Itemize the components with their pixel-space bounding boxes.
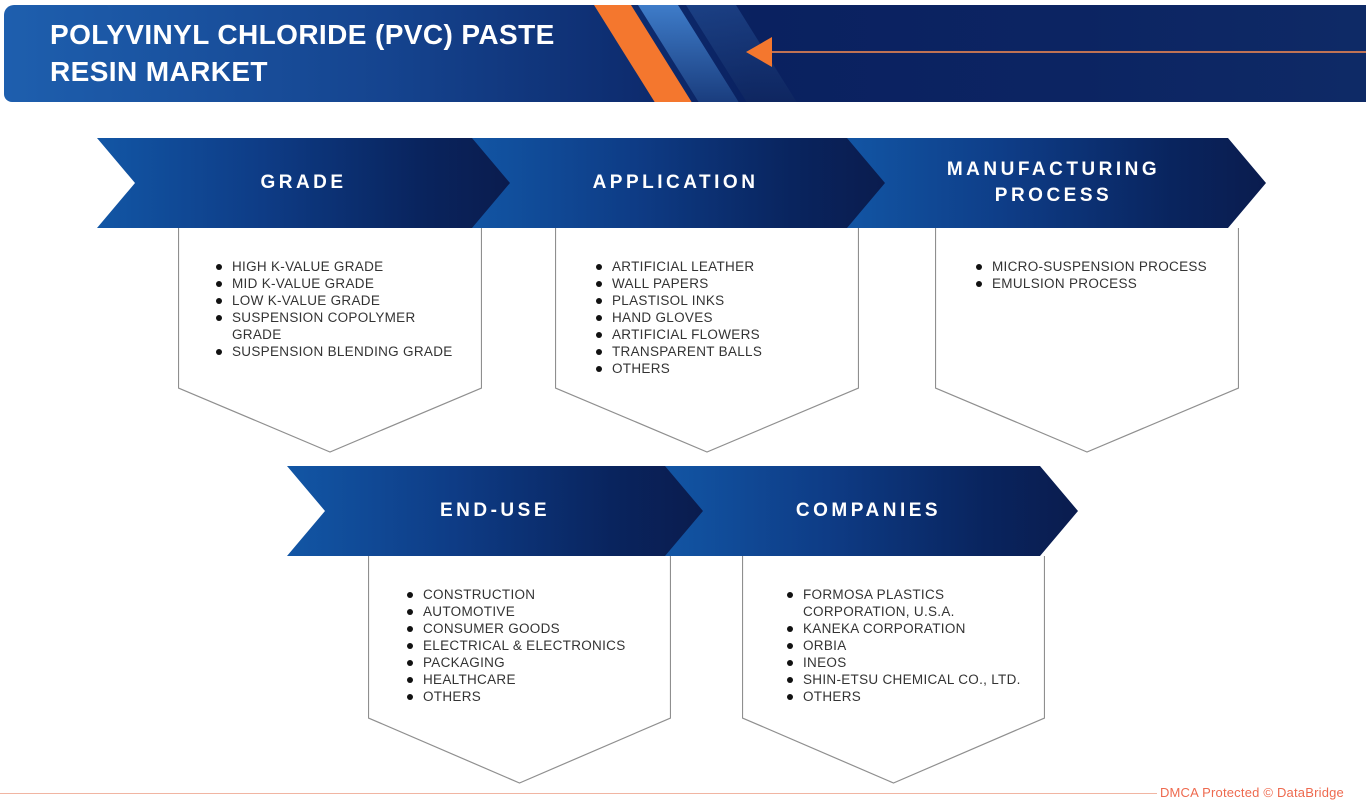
left-arrow-icon bbox=[746, 37, 772, 67]
list-item: SUSPENSION COPOLYMER GRADE bbox=[214, 309, 458, 343]
list-item: ORBIA bbox=[785, 637, 1033, 654]
list-item: OTHERS bbox=[405, 688, 655, 705]
list-item: CONSUMER GOODS bbox=[405, 620, 655, 637]
list-item: TRANSPARENT BALLS bbox=[594, 343, 844, 360]
list-item: SUSPENSION BLENDING GRADE bbox=[214, 343, 458, 360]
list-item: KANEKA CORPORATION bbox=[785, 620, 1033, 637]
list-item: ELECTRICAL & ELECTRONICS bbox=[405, 637, 655, 654]
banner-application: APPLICATION bbox=[466, 138, 885, 228]
list-item: PACKAGING bbox=[405, 654, 655, 671]
banner-manufacturing-process-label: MANUFACTURING PROCESS bbox=[946, 159, 1161, 206]
list-item: WALL PAPERS bbox=[594, 275, 844, 292]
list-item: LOW K-VALUE GRADE bbox=[214, 292, 458, 309]
pennant-manufacturing-process bbox=[935, 228, 1239, 453]
list-item: HIGH K-VALUE GRADE bbox=[214, 258, 458, 275]
companies-list: FORMOSA PLASTICS CORPORATION, U.S.A.KANE… bbox=[785, 586, 1033, 705]
list-item: ARTIFICIAL FLOWERS bbox=[594, 326, 844, 343]
list-item: MICRO-SUSPENSION PROCESS bbox=[974, 258, 1236, 275]
list-item: HAND GLOVES bbox=[594, 309, 844, 326]
list-item: PLASTISOL INKS bbox=[594, 292, 844, 309]
banner-grade-label: GRADE bbox=[260, 172, 347, 193]
list-item: ARTIFICIAL LEATHER bbox=[594, 258, 844, 275]
list-item: HEALTHCARE bbox=[405, 671, 655, 688]
pennant-grade bbox=[178, 228, 482, 453]
list-item: CONSTRUCTION bbox=[405, 586, 655, 603]
banner-end-use-label: END-USE bbox=[439, 500, 550, 521]
list-item: EMULSION PROCESS bbox=[974, 275, 1236, 292]
page-title: POLYVINYL CHLORIDE (PVC) PASTE RESIN MAR… bbox=[50, 19, 555, 87]
list-item: OTHERS bbox=[594, 360, 844, 377]
list-item: AUTOMOTIVE bbox=[405, 603, 655, 620]
dmca-credit: DMCA Protected © DataBridge bbox=[1159, 785, 1344, 800]
banner-manufacturing-process: MANUFACTURING PROCESS bbox=[841, 138, 1266, 228]
pennant-companies bbox=[742, 556, 1045, 784]
pennant-end-use bbox=[368, 556, 671, 784]
banner-application-label: APPLICATION bbox=[592, 172, 759, 193]
credit-divider-line bbox=[0, 793, 1157, 794]
pennant-application bbox=[555, 228, 859, 453]
banner-companies: COMPANIES bbox=[659, 466, 1078, 556]
list-item: INEOS bbox=[785, 654, 1033, 671]
banner-grade: GRADE bbox=[97, 138, 510, 228]
banner-end-use: END-USE bbox=[287, 466, 703, 556]
banner-companies-label: COMPANIES bbox=[795, 500, 942, 521]
header-banner: POLYVINYL CHLORIDE (PVC) PASTE RESIN MAR… bbox=[4, 5, 1366, 102]
list-item: SHIN-ETSU CHEMICAL CO., LTD. bbox=[785, 671, 1033, 688]
list-item: MID K-VALUE GRADE bbox=[214, 275, 458, 292]
arrow-line bbox=[772, 51, 1366, 53]
list-item: OTHERS bbox=[785, 688, 1033, 705]
list-item: FORMOSA PLASTICS CORPORATION, U.S.A. bbox=[785, 586, 1033, 620]
